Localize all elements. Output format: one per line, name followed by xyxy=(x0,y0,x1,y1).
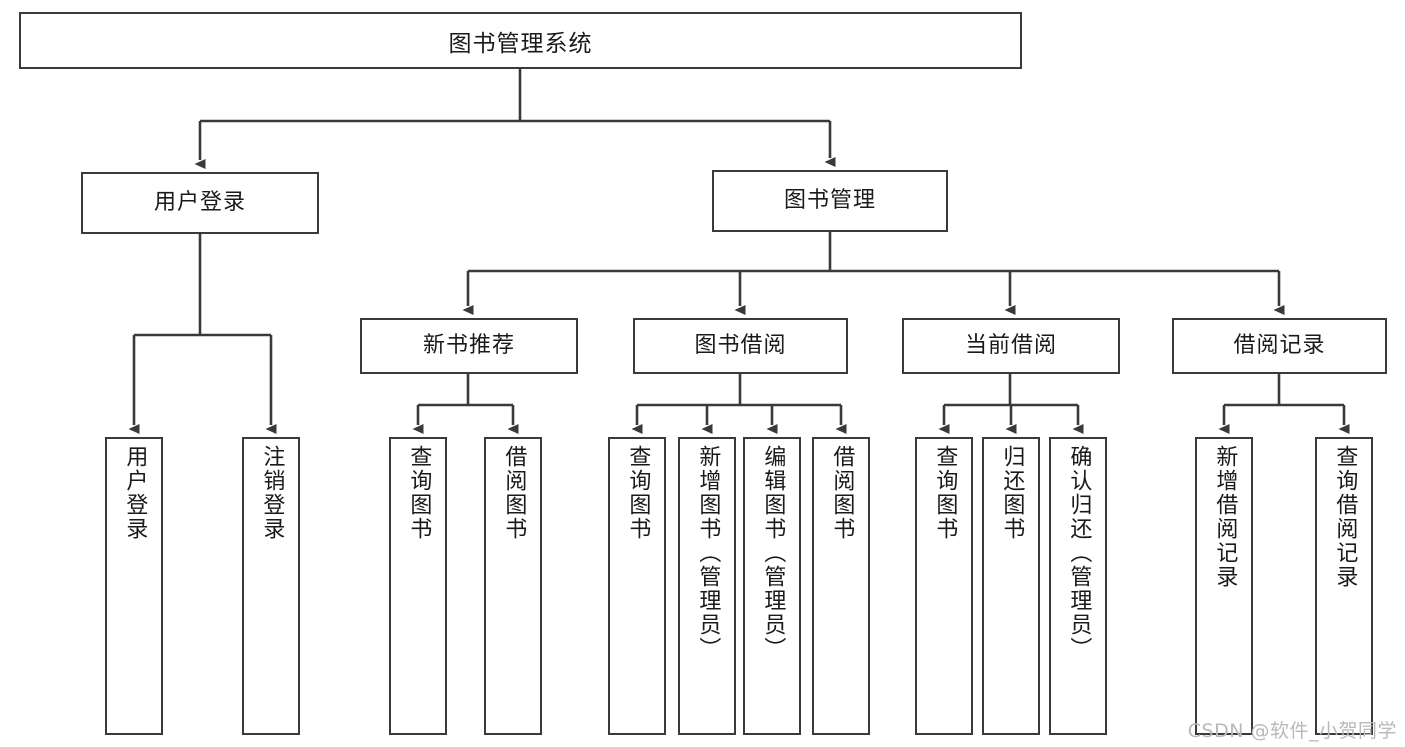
leaf-label: 查询图书 xyxy=(625,445,651,541)
leaf-label: 借阅图书 xyxy=(829,445,855,541)
leaf-user-login-login[interactable]: 用户登录 xyxy=(105,437,163,735)
leaf-inner: 新增图书（管理员） xyxy=(680,445,734,733)
leaf-new-book-borrow[interactable]: 借阅图书 xyxy=(484,437,542,735)
node-new-book-recommend[interactable]: 新书推荐 xyxy=(360,318,578,374)
leaf-label: 新增图书（管理员） xyxy=(695,445,721,661)
leaf-book-borrow-edit[interactable]: 编辑图书（管理员） xyxy=(743,437,801,735)
node-book-borrow[interactable]: 图书借阅 xyxy=(633,318,848,374)
node-current-borrow[interactable]: 当前借阅 xyxy=(902,318,1120,374)
leaf-label: 注销登录 xyxy=(259,445,285,541)
leaf-label: 查询借阅记录 xyxy=(1332,445,1358,589)
leaf-book-borrow-query[interactable]: 查询图书 xyxy=(608,437,666,735)
leaf-label: 借阅图书 xyxy=(501,445,527,541)
leaf-inner: 查询图书 xyxy=(391,445,445,733)
leaf-label: 确认归还（管理员） xyxy=(1066,445,1092,661)
leaf-label: 查询图书 xyxy=(932,445,958,541)
leaf-inner: 归还图书 xyxy=(984,445,1038,733)
leaf-label: 用户登录 xyxy=(122,445,148,541)
leaf-inner: 新增借阅记录 xyxy=(1197,445,1251,733)
node-borrow-record[interactable]: 借阅记录 xyxy=(1172,318,1387,374)
leaf-inner: 注销登录 xyxy=(244,445,298,733)
leaf-book-borrow-borrow[interactable]: 借阅图书 xyxy=(812,437,870,735)
leaf-book-borrow-add[interactable]: 新增图书（管理员） xyxy=(678,437,736,735)
leaf-inner: 查询图书 xyxy=(917,445,971,733)
leaf-inner: 查询借阅记录 xyxy=(1317,445,1371,733)
leaf-current-borrow-confirm[interactable]: 确认归还（管理员） xyxy=(1049,437,1107,735)
leaf-inner: 用户登录 xyxy=(107,445,161,733)
leaf-borrow-record-add[interactable]: 新增借阅记录 xyxy=(1195,437,1253,735)
leaf-label: 归还图书 xyxy=(999,445,1025,541)
leaf-inner: 借阅图书 xyxy=(814,445,868,733)
leaf-inner: 借阅图书 xyxy=(486,445,540,733)
leaf-current-borrow-query[interactable]: 查询图书 xyxy=(915,437,973,735)
leaf-new-book-query[interactable]: 查询图书 xyxy=(389,437,447,735)
node-user-login[interactable]: 用户登录 xyxy=(81,172,319,234)
leaf-user-login-logout[interactable]: 注销登录 xyxy=(242,437,300,735)
leaf-label: 查询图书 xyxy=(406,445,432,541)
leaf-inner: 确认归还（管理员） xyxy=(1051,445,1105,733)
leaf-label: 编辑图书（管理员） xyxy=(760,445,786,661)
leaf-inner: 编辑图书（管理员） xyxy=(745,445,799,733)
node-book-management[interactable]: 图书管理 xyxy=(712,170,948,232)
node-root-system[interactable]: 图书管理系统 xyxy=(19,12,1022,69)
leaf-current-borrow-return[interactable]: 归还图书 xyxy=(982,437,1040,735)
leaf-label: 新增借阅记录 xyxy=(1212,445,1238,589)
watermark-text: CSDN @软件_小贺同学 xyxy=(1187,720,1397,742)
leaf-inner: 查询图书 xyxy=(610,445,664,733)
leaf-borrow-record-query[interactable]: 查询借阅记录 xyxy=(1315,437,1373,735)
